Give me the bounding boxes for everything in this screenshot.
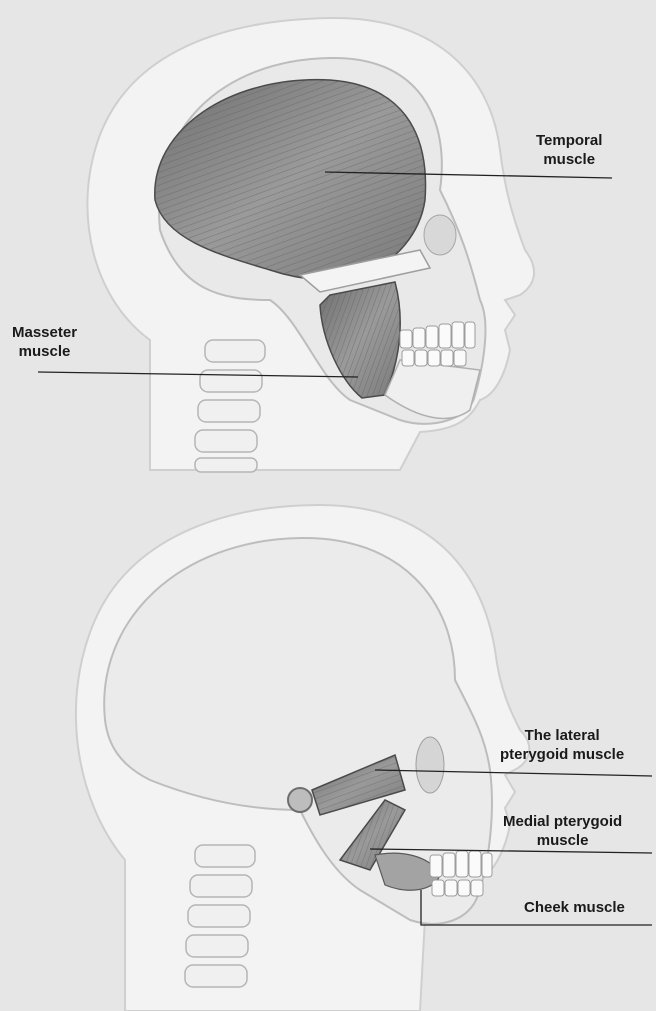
bottom-head-diagram bbox=[76, 505, 529, 1011]
ear-canal bbox=[288, 788, 312, 812]
lateral-pterygoid-muscle-label: The lateral pterygoid muscle bbox=[500, 726, 624, 764]
cheek-muscle-label: Cheek muscle bbox=[524, 898, 625, 917]
top-eye-orbit bbox=[424, 215, 456, 255]
masseter-muscle-label: Masseter muscle bbox=[12, 323, 77, 361]
bottom-teeth bbox=[430, 851, 492, 896]
temporal-muscle-label: Temporal muscle bbox=[536, 131, 602, 169]
top-head-diagram bbox=[87, 18, 534, 472]
medial-pterygoid-muscle-label: Medial pterygoid muscle bbox=[503, 812, 622, 850]
bottom-eye-orbit bbox=[416, 737, 444, 793]
